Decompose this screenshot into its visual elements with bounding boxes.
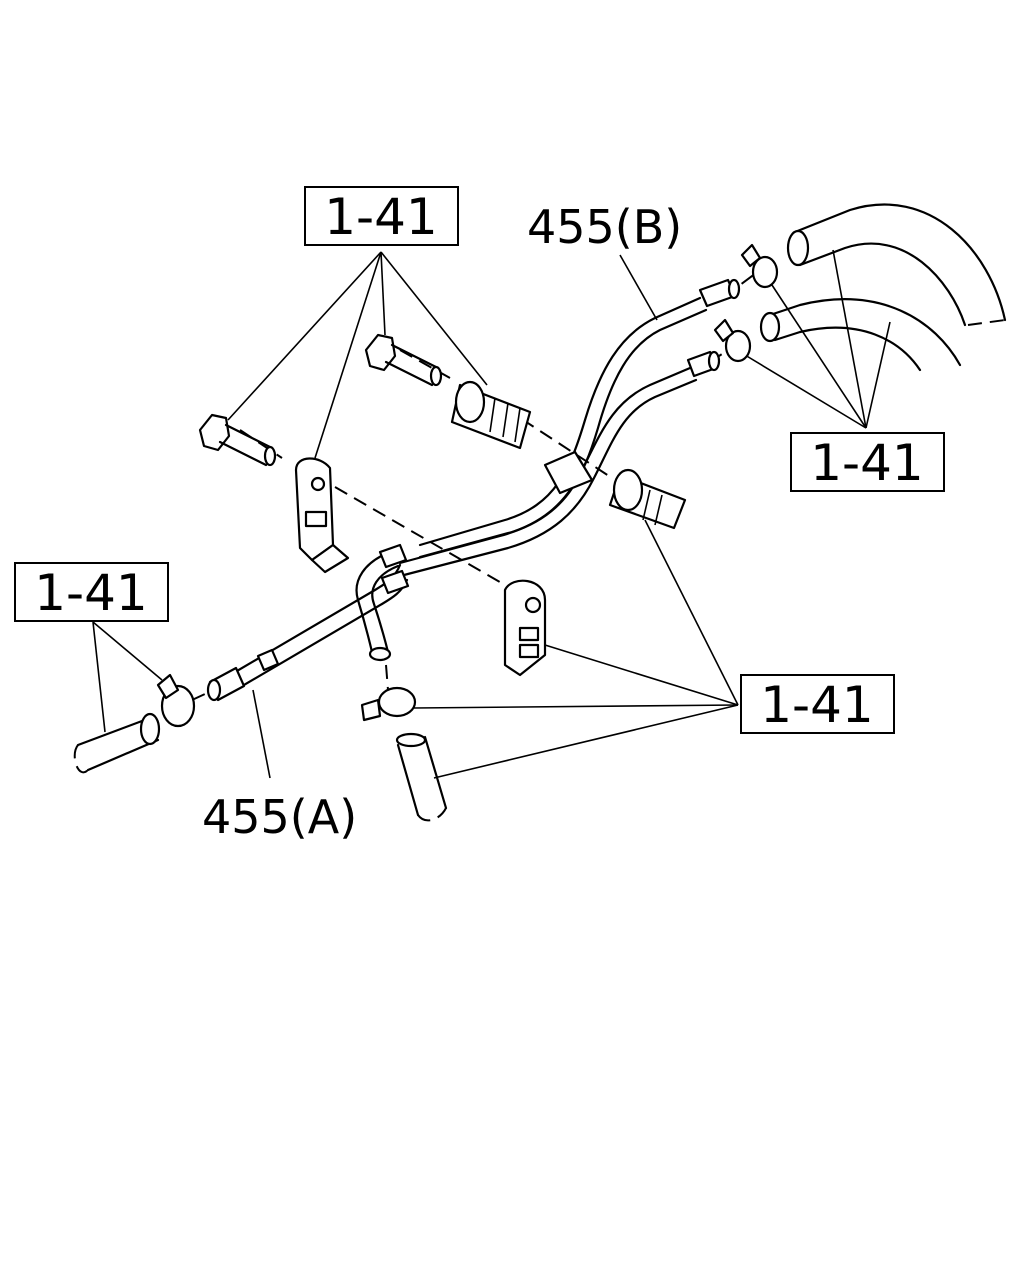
part-label-455b[interactable]: 455(B) <box>527 200 682 254</box>
ref-label-top-left: 1-41 <box>324 188 437 246</box>
assembly-centerlines <box>191 269 761 701</box>
ref-box-bottom-right[interactable]: 1-41 <box>740 674 895 734</box>
bracket-upper[interactable] <box>294 457 350 574</box>
hose-clamp-left[interactable] <box>156 673 196 728</box>
pipe-455a[interactable] <box>206 543 410 702</box>
hose-clamp-bottom[interactable] <box>360 686 417 722</box>
ref-label-left: 1-41 <box>34 564 147 622</box>
grommet-upper[interactable] <box>450 380 532 450</box>
hose-clamp-top-right-2[interactable] <box>713 318 752 363</box>
ref-label-right: 1-41 <box>810 434 923 492</box>
ref-label-bottom-right: 1-41 <box>760 676 873 734</box>
bracket-lower[interactable] <box>503 579 547 677</box>
bolt-upper[interactable] <box>364 333 443 387</box>
hose-clamp-top-right-1[interactable] <box>740 243 779 289</box>
hose-right-middle[interactable] <box>759 298 962 372</box>
part-label-455a[interactable]: 455(A) <box>202 790 357 844</box>
ref-box-left[interactable]: 1-41 <box>14 562 169 622</box>
bolt-lower[interactable] <box>198 413 277 467</box>
hose-left[interactable] <box>73 712 161 774</box>
grommet-right[interactable] <box>608 468 687 530</box>
leader-lines <box>92 249 891 779</box>
ref-box-right[interactable]: 1-41 <box>790 432 945 492</box>
hose-bottom[interactable] <box>395 732 448 822</box>
pipe-455b[interactable] <box>398 278 741 577</box>
ref-box-top-left[interactable]: 1-41 <box>304 186 459 246</box>
hose-top-right[interactable] <box>786 203 1007 327</box>
